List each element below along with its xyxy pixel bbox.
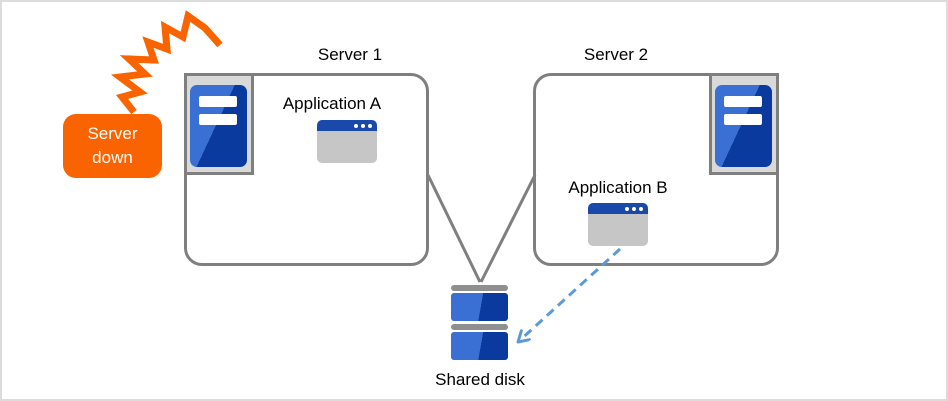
- shared-disk-label: Shared disk: [435, 370, 525, 389]
- tower-slot-bar: [724, 114, 762, 125]
- disk-block: [451, 332, 508, 360]
- window-body: [588, 214, 648, 246]
- window-dot-icon: [361, 123, 365, 128]
- window-dot-icon: [368, 123, 372, 128]
- window-dot-icon: [625, 206, 629, 211]
- server2-disk-connector-line: [479, 174, 537, 283]
- server1-disk-connector-line: [426, 174, 482, 283]
- tower-slot-bar: [199, 96, 237, 107]
- server-tower-body: [190, 85, 247, 167]
- disk-top-bar: [451, 285, 508, 291]
- server1-label: Server 1: [317, 45, 383, 64]
- application-b-window-icon: [588, 203, 648, 246]
- application-a-label: Application A: [282, 94, 382, 113]
- disk-middle-bar: [451, 324, 508, 330]
- window-dot-icon: [354, 123, 358, 128]
- tower-slot-bar: [724, 96, 762, 107]
- tower-slot-bar: [199, 114, 237, 125]
- window-body: [317, 131, 377, 163]
- application-a-window-icon: [317, 120, 377, 163]
- server-down-badge-line1: Server: [87, 124, 138, 143]
- server-down-badge-line2: down: [92, 148, 133, 167]
- window-dot-icon: [632, 206, 636, 211]
- shared-disk-icon: [451, 285, 508, 360]
- window-dot-icon: [639, 206, 643, 211]
- disk-block: [451, 293, 508, 321]
- server2-tower-icon: [709, 73, 779, 175]
- window-titlebar: [588, 203, 648, 214]
- server-tower-body: [715, 85, 772, 167]
- server2-label: Server 2: [583, 45, 649, 64]
- server1-tower-icon: [184, 73, 254, 175]
- application-b-label: Application B: [568, 178, 668, 197]
- window-titlebar: [317, 120, 377, 131]
- server-down-badge: Server down: [63, 114, 162, 178]
